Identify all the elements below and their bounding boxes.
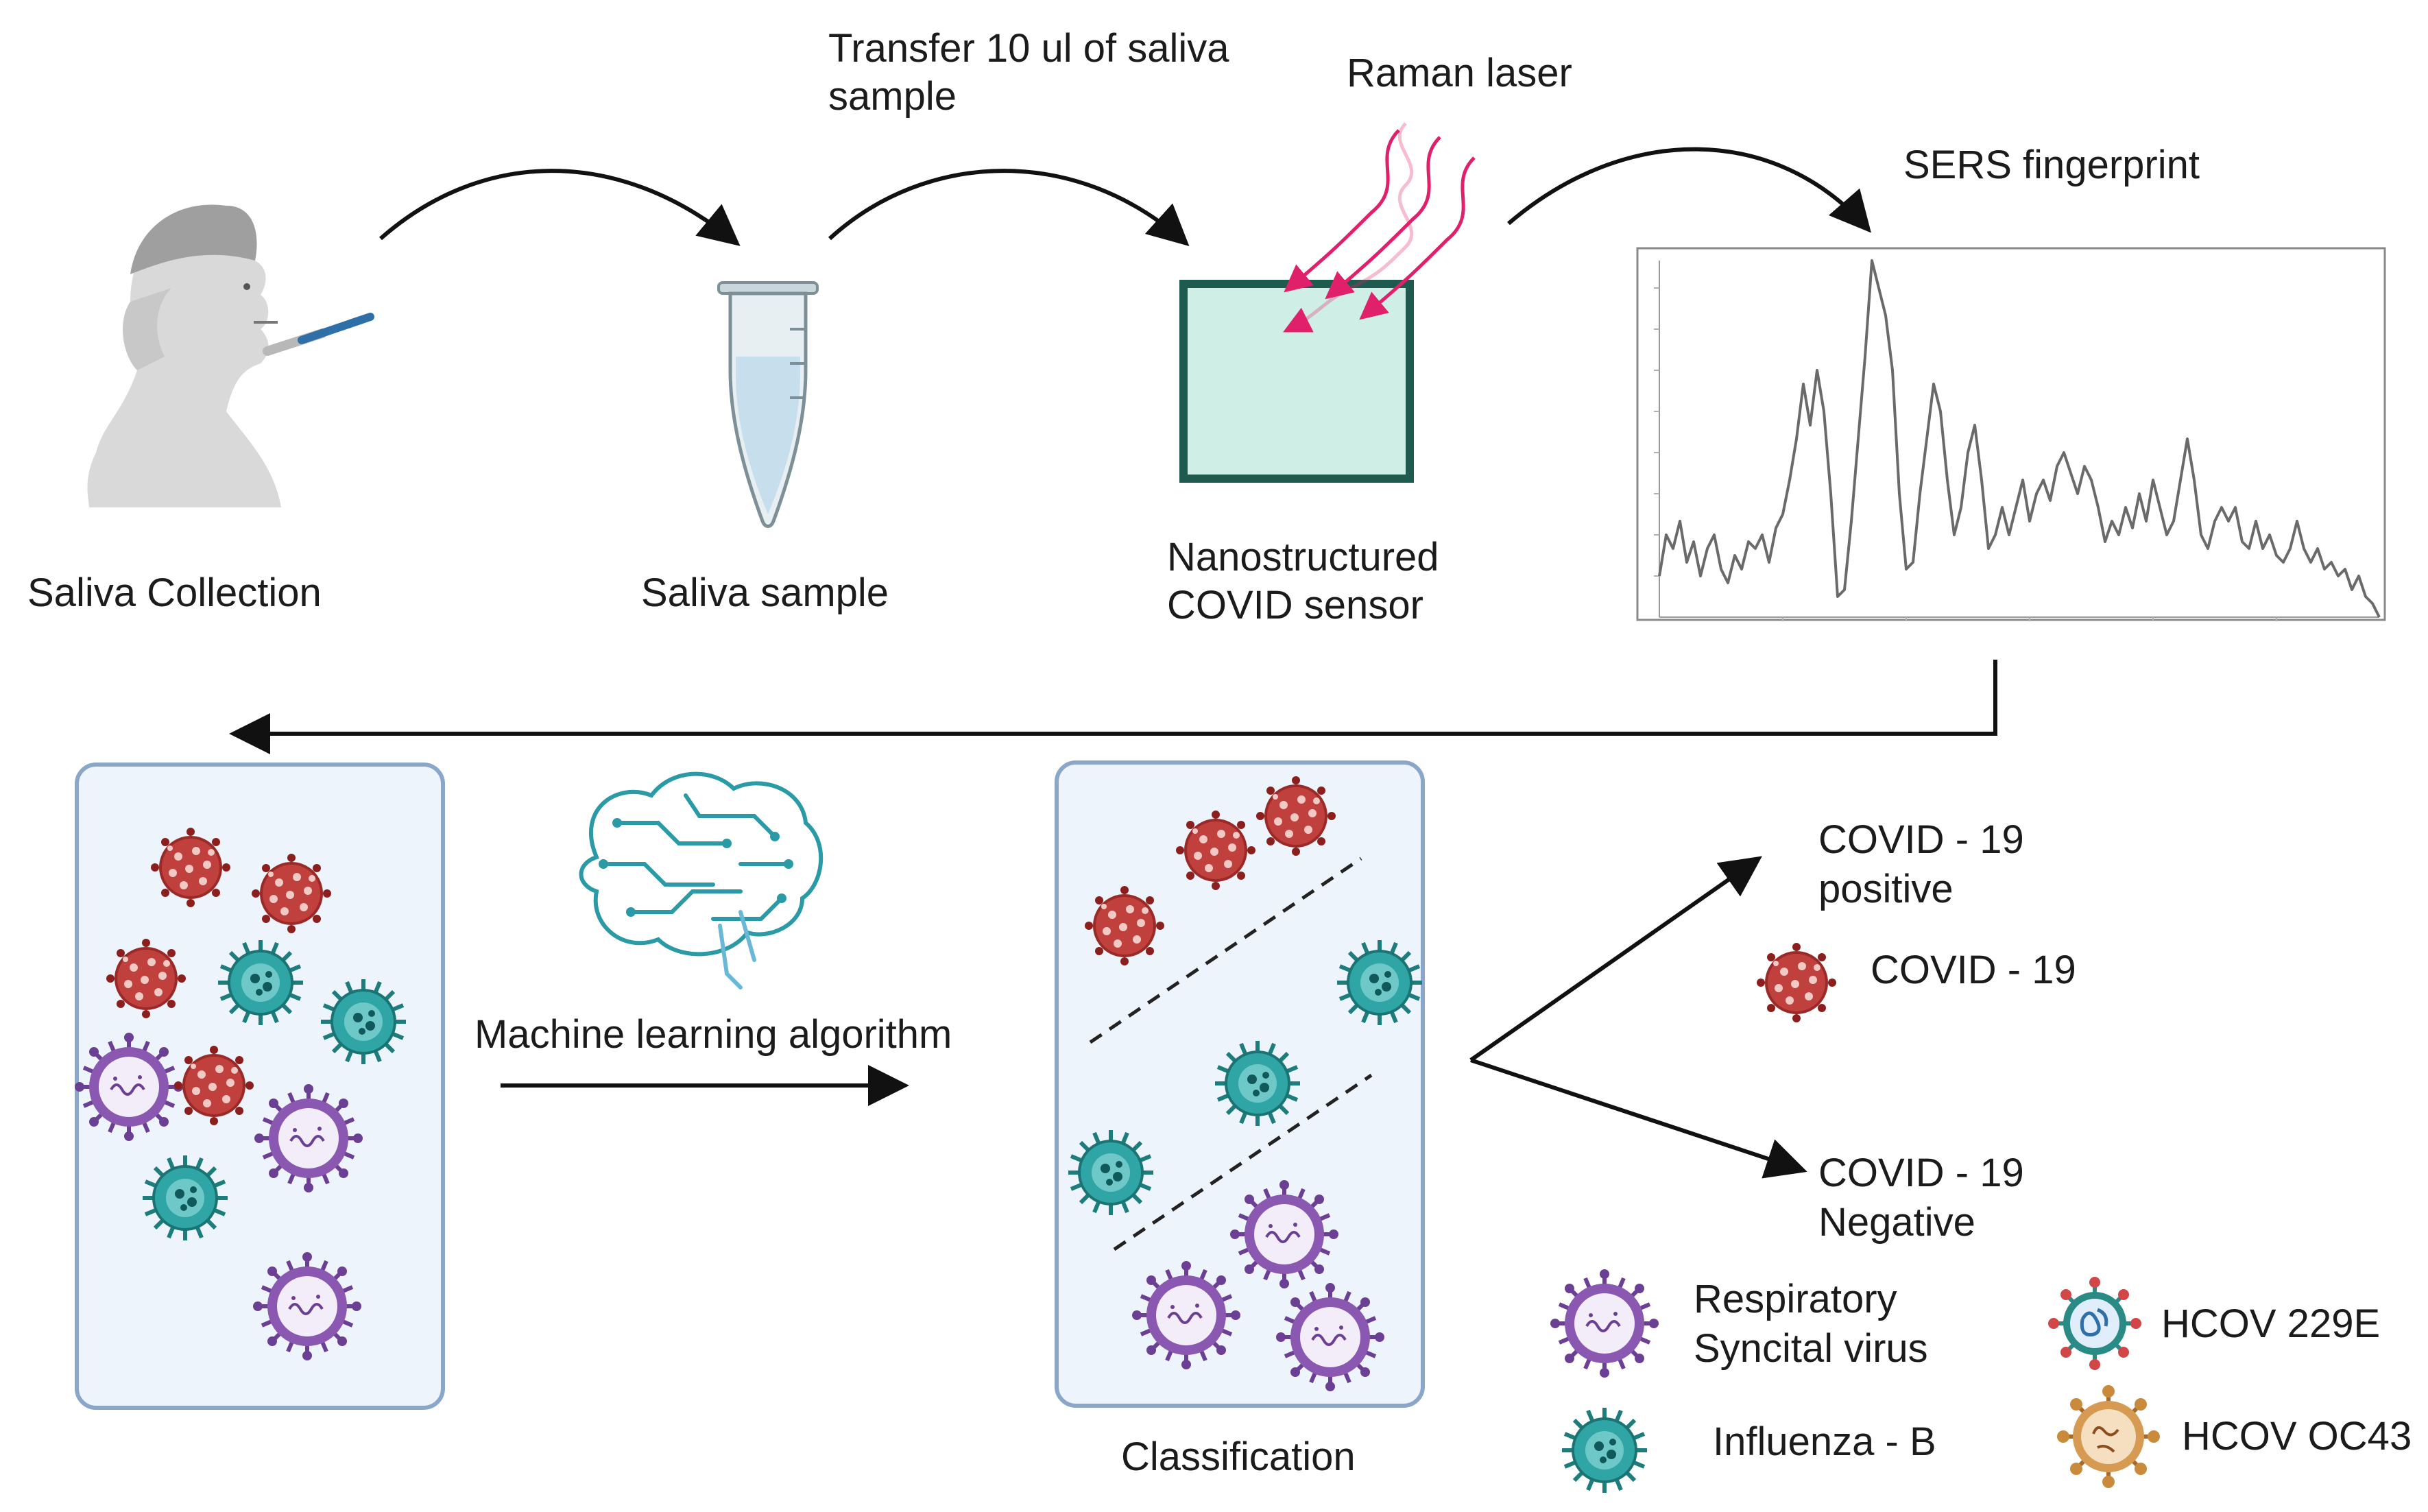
- saliva-sample-label: Saliva sample: [641, 571, 889, 615]
- sers-fingerprint-label: SERS fingerprint: [1903, 143, 2200, 187]
- legend-hcovoc43: HCOV OC43: [2182, 1414, 2412, 1459]
- covid-virus-icon: [1175, 809, 1257, 891]
- saliva-collection-label: Saliva Collection: [27, 571, 322, 615]
- person-profile-icon: [87, 204, 281, 507]
- nanostructured-sensor-icon: [1179, 280, 1414, 483]
- hcov229e-virus-icon: [2048, 1277, 2141, 1370]
- influenza-virus-icon: [1562, 1408, 1647, 1493]
- rsv-virus-icon: [1550, 1269, 1659, 1378]
- rsv-virus-icon: [253, 1252, 361, 1360]
- classification-label: Classification: [1121, 1435, 1356, 1479]
- class-divider-lines: [1089, 856, 1373, 1251]
- influenza-virus-icon: [143, 1155, 228, 1240]
- legend-hcov229e: HCOV 229E: [2161, 1301, 2381, 1346]
- rsv-virus-icon: [1132, 1261, 1240, 1369]
- covid-virus-icon: [1255, 775, 1337, 857]
- circuit-brain-icon: [579, 771, 824, 989]
- sensor-label-line2: COVID sensor: [1167, 583, 1423, 627]
- rsv-virus-icon: [1276, 1283, 1384, 1391]
- sensor-label-line1: Nanostructured: [1167, 535, 1439, 579]
- influenza-virus-icon: [1337, 940, 1422, 1025]
- influenza-virus-icon: [321, 979, 406, 1064]
- legend-influenza: Influenza - B: [1713, 1419, 1936, 1464]
- influenza-virus-icon: [1215, 1041, 1300, 1126]
- positive-virus-label: COVID - 19: [1871, 948, 2076, 992]
- rsv-virus-icon: [254, 1084, 363, 1192]
- negative-label-line2: Negative: [1818, 1200, 1975, 1245]
- influenza-virus-icon: [218, 940, 303, 1025]
- influenza-virus-icon: [1068, 1130, 1153, 1215]
- sers-spectrum-plot: [1636, 247, 2386, 621]
- covid-virus-icon: [1755, 941, 1838, 1024]
- rsv-virus-icon: [1230, 1180, 1338, 1288]
- return-arrow: [229, 660, 1997, 754]
- top-flow-arrows: [379, 147, 1871, 247]
- output-arrows: [1469, 856, 1807, 1179]
- raman-laser-beams: [1283, 122, 1476, 333]
- covid-virus-icon: [105, 937, 187, 1020]
- hcovoc43-virus-icon: [2057, 1385, 2160, 1488]
- legend-rsv-line1: Respiratory: [1694, 1277, 1897, 1321]
- positive-label-line1: COVID - 19: [1818, 817, 2024, 862]
- positive-label-line2: positive: [1818, 867, 1954, 911]
- raman-laser-label: Raman laser: [1347, 51, 1572, 95]
- legend-rsv-line2: Syncital virus: [1694, 1326, 1928, 1371]
- microcentrifuge-tube-icon: [717, 281, 819, 528]
- sers-spectrum-line: [1658, 259, 2381, 618]
- negative-label-line1: COVID - 19: [1818, 1151, 2024, 1195]
- covid-virus-icon: [250, 852, 333, 935]
- rsv-virus-icon: [75, 1033, 183, 1141]
- covid-virus-icon: [1083, 885, 1166, 967]
- covid-virus-icon: [149, 826, 232, 909]
- swab-icon: [263, 313, 374, 356]
- transfer-label-line1: Transfer 10 ul of saliva: [828, 26, 1229, 71]
- transfer-label-line2: sample: [828, 74, 957, 119]
- covid-virus-icon: [173, 1044, 255, 1127]
- ml-algorithm-label: Machine learning algorithm: [474, 1012, 952, 1057]
